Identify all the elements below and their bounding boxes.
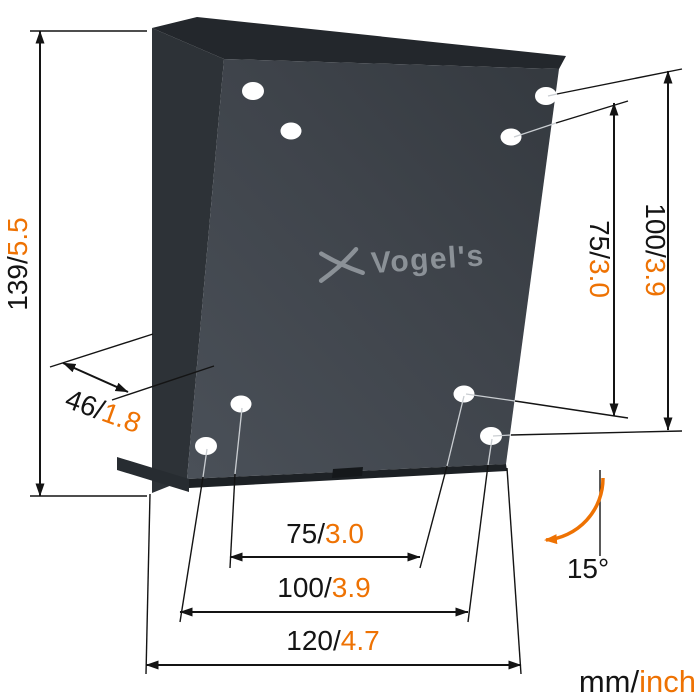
dim-total-height: 139/5.5 [2,30,147,497]
dim-label-vesa-horizontal-100: 100/3.9 [277,572,370,603]
dim-label-depth: 46/1.8 [61,383,145,439]
hole-top-right-75 [500,128,522,146]
bracket-bottom-notch [332,467,363,478]
dim-vesa-vertical-100: 100/3.9 [492,68,683,437]
dim-vesa-vertical-75: 75/3.0 [465,100,629,419]
dim-vesa-horizontal-100: 100/3.9 [179,438,493,623]
dim-vesa-horizontal-75: 75/3.0 [229,395,465,569]
dim-label-total-height: 139/5.5 [2,217,33,310]
dim-label-vesa-vertical-100: 100/3.9 [640,203,671,296]
tilt-arrow-icon [544,477,605,545]
wall-mount-bracket: Vogel's [117,17,566,493]
hole-bottom-left-100 [195,437,217,455]
dim-label-vesa-vertical-75: 75/3.0 [584,220,615,298]
vesa-holes [195,82,557,455]
hole-top-right-100 [535,87,557,105]
hole-top-left-75 [280,122,302,140]
hole-top-left-100 [242,82,264,100]
tilt-angle-label: 15° [567,553,609,584]
logo-swoosh-icon [318,246,359,283]
units-legend: mm/inch [579,664,696,699]
hole-bottom-right-100 [480,427,502,445]
dim-label-vesa-horizontal-75: 75/3.0 [286,518,364,549]
hole-bottom-right-75 [453,385,475,403]
dim-label-total-width: 120/4.7 [286,625,379,656]
bracket-left-side-face [152,28,224,493]
bracket-top-face [152,17,566,69]
bracket-foot-tab [117,457,189,492]
hole-bottom-left-75 [230,395,252,413]
brand-logo: Vogel's [318,239,486,283]
logo-wordmark: Vogel's [370,239,486,280]
tilt-angle-indicator: 15° [544,470,609,584]
dim-total-width: 120/4.7 [145,467,522,675]
bracket-front-face [187,59,559,479]
